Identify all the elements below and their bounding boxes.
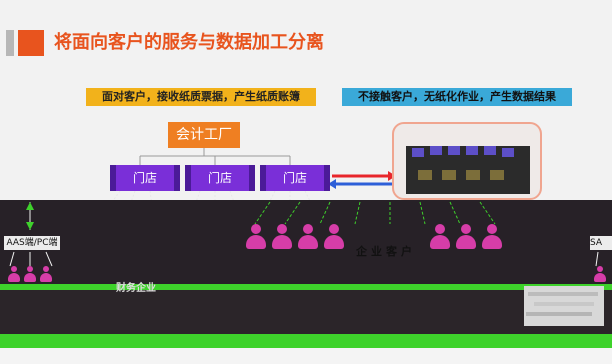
store-box-2: 门店 (185, 165, 255, 191)
saas-pc-label-right: SA (590, 236, 612, 250)
accounting-factory-box: 会计工厂 (168, 122, 240, 148)
green-footer (0, 334, 612, 348)
processing-center-image (392, 122, 542, 200)
saas-pc-label-left: AAS端/PC端 (4, 236, 60, 250)
noise-artifact (524, 286, 604, 326)
double-arrow-icon (328, 171, 396, 189)
page-title: 将面向客户的服务与数据加工分离 (54, 32, 324, 53)
finance-enterprise-label: 财务企业 (116, 283, 156, 294)
title-accent-gray (6, 30, 14, 56)
banner-left: 面对客户，接收纸质票据，产生纸质账簿 (86, 88, 316, 106)
lower-band (0, 290, 612, 334)
store-box-1: 门店 (110, 165, 180, 191)
green-stripe (0, 284, 612, 290)
fan-lines (9, 201, 599, 267)
banner-right: 不接触客户，无纸化作业，产生数据结果 (342, 88, 572, 106)
store-box-3: 门店 (260, 165, 330, 191)
workstation-monitors-icon (412, 146, 514, 180)
title-accent-orange (18, 30, 44, 56)
enterprise-customers-label: 企业客户 (356, 245, 416, 258)
bottom-margin (0, 348, 612, 364)
